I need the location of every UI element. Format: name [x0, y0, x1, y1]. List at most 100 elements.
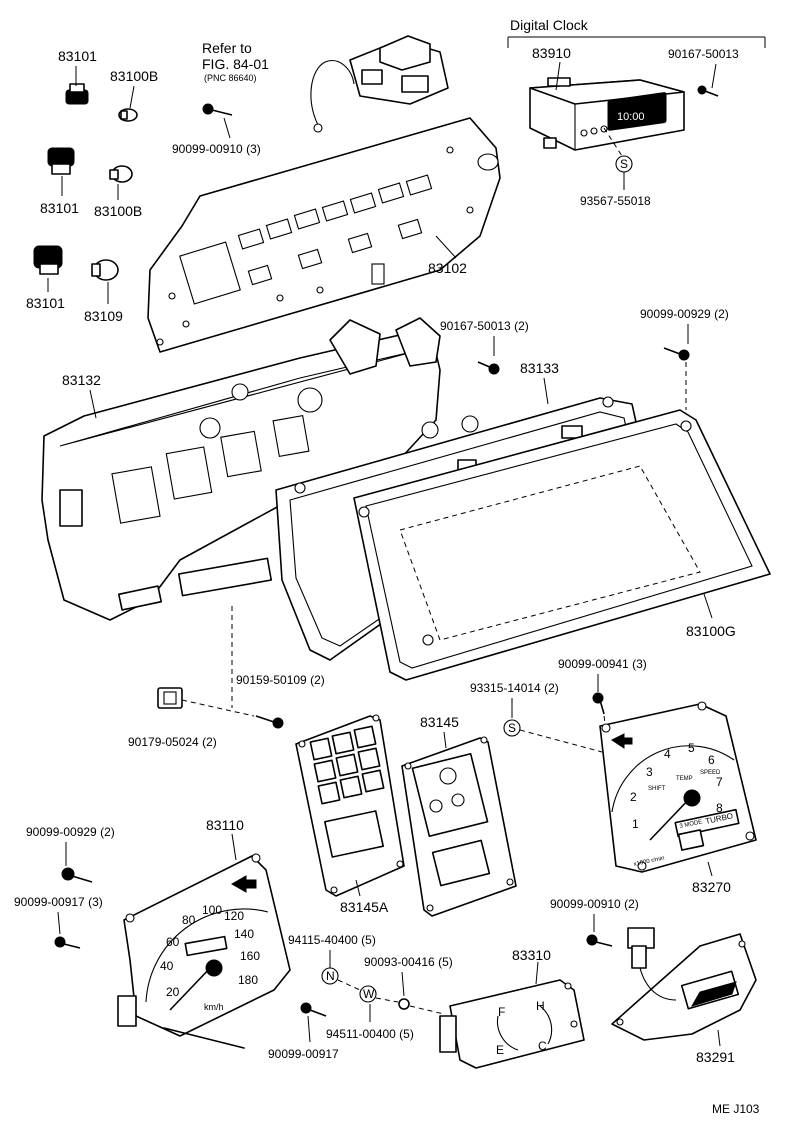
- speedo-tick-160: 160: [240, 949, 260, 963]
- label-83910: 83910: [532, 45, 571, 61]
- tach-tick-1: 1: [632, 817, 639, 831]
- speedo-tick-20: 20: [166, 985, 180, 999]
- label-83102: 83102: [428, 260, 467, 276]
- speedo-tick-120: 120: [224, 909, 244, 923]
- reference-line2: FIG. 84-01: [202, 56, 269, 72]
- bulb-83100b-a: [118, 108, 138, 122]
- label-83145: 83145: [420, 714, 459, 730]
- speedo-unit: km/h: [204, 1002, 224, 1012]
- tach-tick-8: 8: [716, 801, 723, 815]
- s-marker-tach-text: S: [508, 721, 516, 735]
- label-83109: 83109: [84, 308, 123, 324]
- n-marker-text: N: [326, 969, 335, 983]
- label-83101-c: 83101: [26, 295, 65, 311]
- label-90099-00917-3: 90099-00917 (3): [14, 895, 103, 909]
- label-90099-00929-2-top: 90099-00929 (2): [640, 307, 729, 321]
- speedo-tick-80: 80: [182, 913, 196, 927]
- tach-temp-label: TEMP: [676, 776, 693, 782]
- glass-83100g: [353, 409, 771, 681]
- fuel-gauge-e: E: [496, 1043, 504, 1057]
- speedo-tick-60: 60: [166, 935, 180, 949]
- wiring-harness: [310, 35, 449, 133]
- tach-tick-3: 3: [646, 765, 653, 779]
- label-83101-b: 83101: [40, 200, 79, 216]
- tach-tick-2: 2: [630, 790, 637, 804]
- tachometer-83270: [599, 701, 757, 873]
- label-90099-00941-3: 90099-00941 (3): [558, 657, 647, 671]
- footer-code: ME J103: [712, 1102, 760, 1116]
- screw-90159-50109-2: [255, 715, 284, 729]
- tach-speed-label: SPEED: [700, 770, 721, 776]
- tach-mode-label: 3 MODE: [679, 819, 703, 830]
- w-marker-text: W: [363, 987, 375, 1001]
- screw-90099-00929-2-top: [663, 347, 690, 361]
- label-90159-50109-2: 90159-50109 (2): [236, 673, 325, 687]
- temp-gauge-c: C: [538, 1039, 547, 1053]
- label-90093-00416-5: 90093-00416 (5): [364, 955, 453, 969]
- tach-tick-7: 7: [716, 775, 723, 789]
- label-90099-00910-3: 90099-00910 (3): [172, 142, 261, 156]
- screw-90099-00910-3: [202, 103, 233, 116]
- screw-90167-50013-2: [477, 361, 500, 375]
- screw-90099-00929-2-left: [61, 867, 93, 883]
- label-93567-55018: 93567-55018: [580, 194, 651, 208]
- bulb-83100b-b: [109, 165, 133, 183]
- label-83310: 83310: [512, 947, 551, 963]
- socket-83101-c: [33, 245, 63, 275]
- screw-90099-00941-3: [592, 692, 605, 715]
- label-94511-00400-5: 94511-00400 (5): [326, 1027, 414, 1041]
- clock-display-text: 10:00: [617, 111, 645, 123]
- speedo-tick-100: 100: [202, 903, 222, 917]
- speedo-tick-180: 180: [238, 973, 258, 987]
- s-marker-tach: [503, 719, 521, 737]
- w-marker: [359, 985, 377, 1003]
- label-83101-a: 83101: [58, 48, 97, 64]
- label-83132: 83132: [62, 372, 101, 388]
- label-90179-05024-2: 90179-05024 (2): [128, 735, 217, 749]
- label-83133: 83133: [520, 360, 559, 376]
- digital-clock-83910: 10:00: [529, 77, 685, 151]
- temp-gauge-h: H: [536, 999, 545, 1013]
- washer-90093-00416: [398, 998, 410, 1010]
- screw-90099-00910-2: [586, 934, 613, 947]
- speedo-tick-40: 40: [160, 959, 174, 973]
- meter-case-83132: [41, 317, 479, 621]
- label-90099-00910-2: 90099-00910 (2): [550, 897, 639, 911]
- tachometer-assembly-83291: [611, 927, 757, 1041]
- label-94115-40400-5: 94115-40400 (5): [288, 933, 376, 947]
- label-83145a: 83145A: [340, 899, 389, 915]
- label-83110: 83110: [206, 817, 244, 833]
- digital-clock-title: Digital Clock: [510, 17, 589, 33]
- tach-shift-label: SHIFT: [648, 786, 666, 792]
- label-90099-00929-2-left: 90099-00929 (2): [26, 825, 115, 839]
- screw-90099-00917: [300, 1002, 327, 1017]
- label-83100b-b: 83100B: [94, 203, 142, 219]
- s-marker-clock-text: S: [620, 157, 628, 171]
- speedo-tick-140: 140: [234, 927, 254, 941]
- label-93315-14014-2: 93315-14014 (2): [470, 681, 559, 695]
- label-90167-50013-clock: 90167-50013: [668, 47, 739, 61]
- reference-line3: (PNC 86640): [204, 73, 257, 83]
- label-83270: 83270: [692, 879, 731, 895]
- bulb-83109: [91, 259, 119, 281]
- screw-90167-50013-clock: [697, 85, 719, 97]
- clip-90179-05024: [157, 687, 183, 709]
- label-90099-00917: 90099-00917: [268, 1047, 339, 1061]
- reference-line1: Refer to: [202, 40, 252, 56]
- speedometer-83110: [117, 853, 291, 1049]
- switch-panel-83145a: [295, 714, 405, 897]
- label-83100b-a: 83100B: [110, 68, 158, 84]
- circuit-plate-83102: [147, 117, 501, 353]
- screw-90099-00917-3: [54, 936, 81, 949]
- tach-tick-4: 4: [664, 747, 671, 761]
- indicator-panel-83145: [401, 736, 517, 917]
- digital-clock-bracket: [507, 36, 766, 48]
- fuel-gauge-f: F: [498, 1005, 505, 1019]
- n-marker: [321, 967, 339, 985]
- label-83291: 83291: [696, 1049, 735, 1065]
- tach-tick-6: 6: [708, 753, 715, 767]
- socket-83101-b: [47, 147, 75, 175]
- label-83100g: 83100G: [686, 623, 736, 639]
